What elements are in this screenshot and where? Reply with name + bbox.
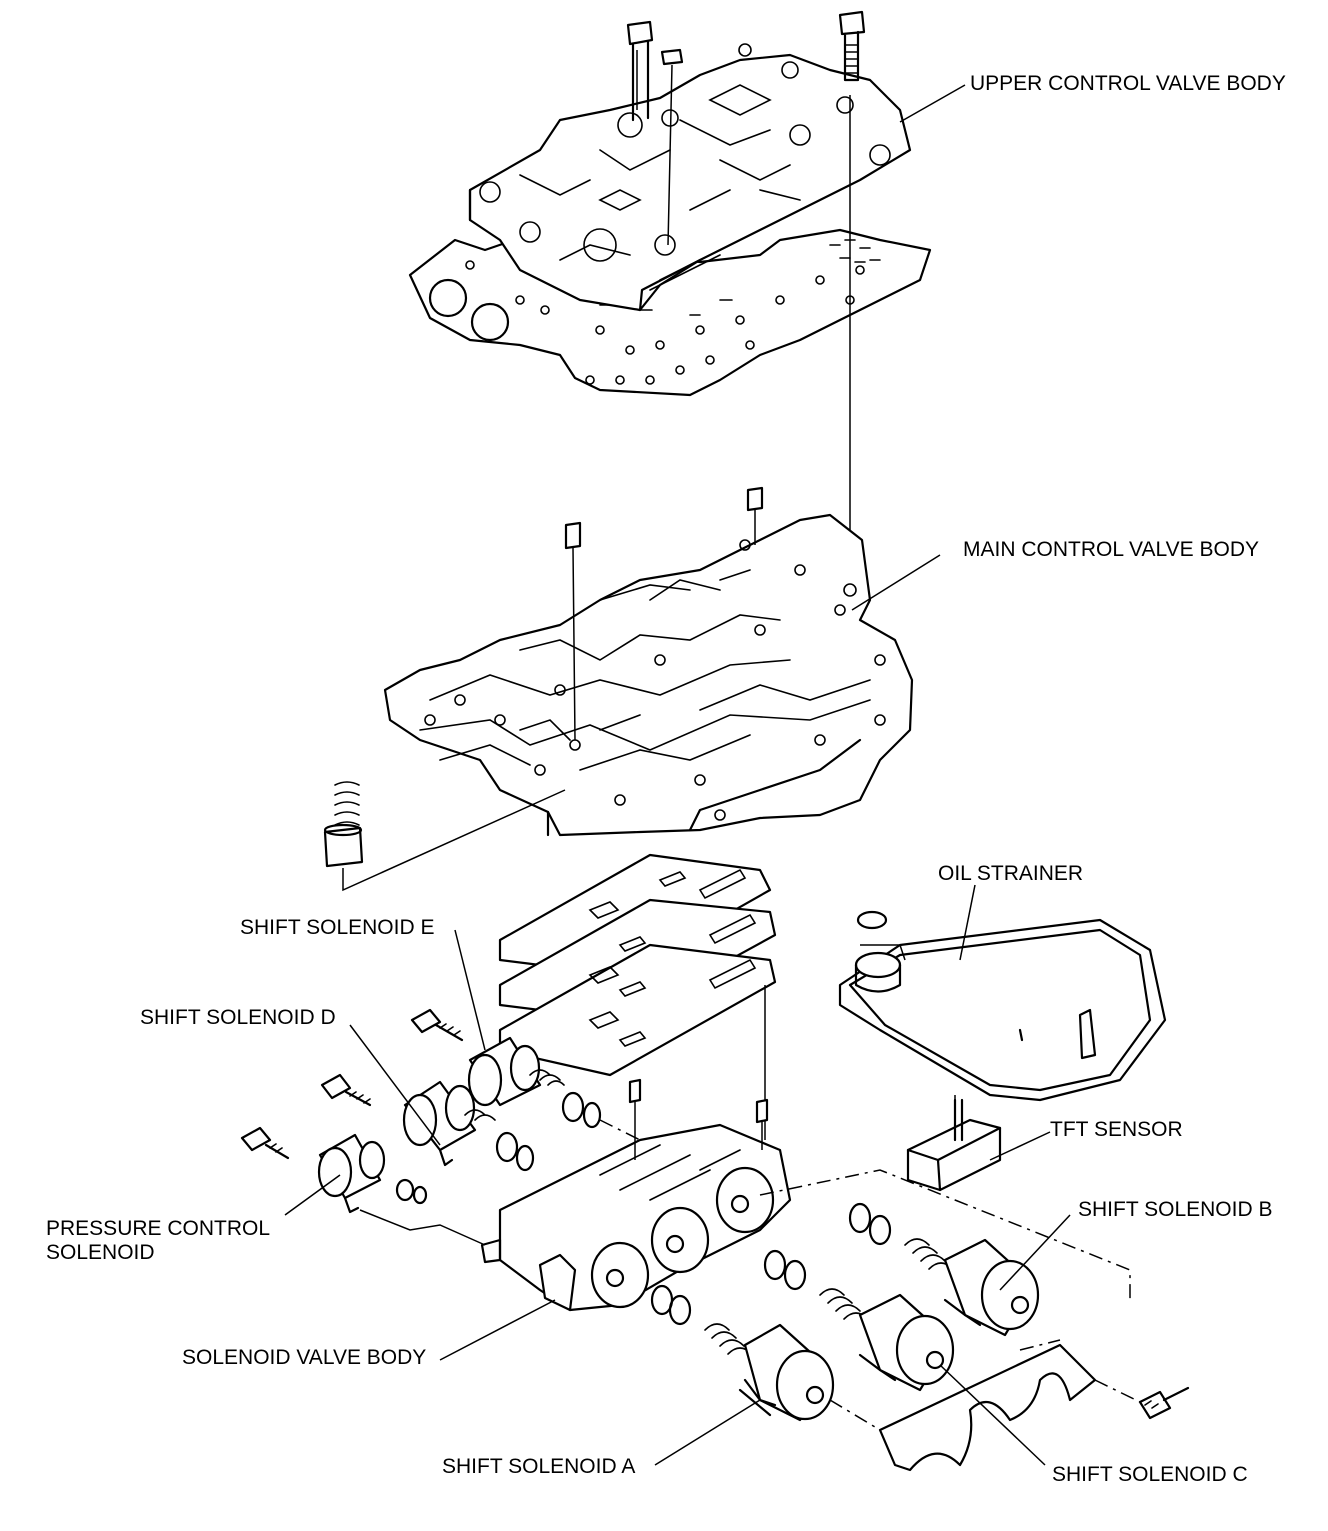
- label-shift-solenoid-b: SHIFT SOLENOID B: [1078, 1198, 1273, 1221]
- label-oil-strainer: OIL STRAINER: [938, 862, 1084, 885]
- solenoid-valve-body: [480, 1078, 792, 1312]
- shift-solenoid-a: [650, 1284, 835, 1422]
- shift-solenoid-e: [410, 1008, 641, 1141]
- label-shift-solenoid-c: SHIFT SOLENOID C: [1052, 1463, 1248, 1486]
- label-upper-control-valve-body: UPPER CONTROL VALVE BODY: [970, 72, 1286, 95]
- label-main-control-valve-body: MAIN CONTROL VALVE BODY: [963, 538, 1259, 561]
- label-tft-sensor: TFT SENSOR: [1050, 1118, 1183, 1141]
- tft-sensor: [906, 1098, 1002, 1192]
- solenoid-retainer: [759, 1169, 1190, 1472]
- main-control-valve-body: [383, 486, 914, 837]
- pressure-control-solenoid: [240, 1126, 486, 1246]
- leader-lines: [284, 84, 1071, 1466]
- label-shift-solenoid-d: SHIFT SOLENOID D: [140, 1006, 336, 1029]
- label-shift-solenoid-a: SHIFT SOLENOID A: [442, 1455, 636, 1478]
- label-pressure-control-solenoid: PRESSURE CONTROL SOLENOID: [46, 1217, 270, 1264]
- upper-control-valve-body: [408, 10, 932, 590]
- shift-solenoid-c: [763, 1249, 955, 1392]
- oil-strainer: [838, 910, 1167, 1102]
- label-shift-solenoid-e: SHIFT SOLENOID E: [240, 916, 435, 939]
- label-solenoid-valve-body: SOLENOID VALVE BODY: [182, 1346, 427, 1369]
- shift-solenoid-b: [848, 1202, 1040, 1337]
- spring-and-plunger: [323, 781, 566, 892]
